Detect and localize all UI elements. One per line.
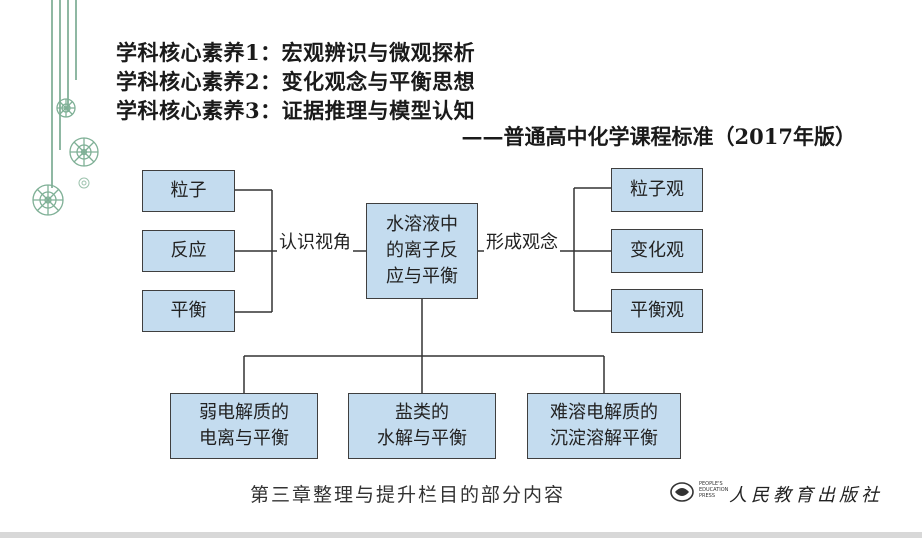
box-particle-view-label: 粒子观 [630,178,684,200]
publisher-name: 人民教育出版社 [729,485,883,506]
box-equilibrium-label: 平衡 [170,299,207,321]
box-precipitation: 难溶电解质的 沉淀溶解平衡 [527,393,681,459]
box-particle: 粒子 [142,170,235,212]
label-perspective: 认识视角 [277,228,353,254]
flower-icon [69,137,99,167]
salt-hydrolysis-line-2: 水解与平衡 [377,428,467,449]
publisher-logo: PEOPLE'S EDUCATION PRESS 人民教育出版社 [669,479,909,507]
center-line-3: 应与平衡 [386,266,458,288]
flower-icon [56,98,76,118]
box-weak-electrolyte: 弱电解质的 电离与平衡 [170,393,318,459]
box-particle-label: 粒子 [170,179,207,201]
core-literacy-2: 学科核心素养2：变化观念与平衡思想 [116,69,476,94]
figure-caption: 第三章整理与提升栏目的部分内容 [250,484,566,506]
core-literacy-1: 学科核心素养1：宏观辨识与微观探析 [116,40,476,65]
flower-icon [78,177,90,189]
box-equilibrium-view: 平衡观 [611,289,703,333]
pub-small-line-2: EDUCATION [699,487,729,493]
precipitation-line-2: 沉淀溶解平衡 [550,428,658,449]
publisher-small-text: PEOPLE'S EDUCATION PRESS [699,481,728,499]
weak-electrolyte-line-1: 弱电解质的 [199,401,289,423]
pep-logo-icon [670,482,694,502]
pub-small-line-1: PEOPLE'S [699,481,723,487]
center-line-1: 水溶液中 [386,213,458,235]
weak-electrolyte-line-2: 电离与平衡 [199,428,289,449]
center-line-2: 的离子反 [386,239,458,261]
box-reaction: 反应 [142,230,235,272]
precipitation-line-1: 难溶电解质的 [550,401,658,423]
box-center-topic: 水溶液中 的离子反 应与平衡 [366,203,478,299]
salt-hydrolysis-line-1: 盐类的 [395,401,449,423]
footer-bar [0,532,922,538]
label-concept: 形成观念 [484,228,560,254]
box-change-view: 变化观 [611,229,703,273]
box-change-view-label: 变化观 [630,239,684,261]
box-equilibrium: 平衡 [142,290,235,332]
box-salt-hydrolysis: 盐类的 水解与平衡 [348,393,496,459]
core-literacy-3: 学科核心素养3：证据推理与模型认知 [116,98,476,123]
flower-icon [32,184,64,216]
box-particle-view: 粒子观 [611,168,703,212]
box-reaction-label: 反应 [170,239,207,261]
box-equilibrium-view-label: 平衡观 [630,299,684,321]
decorative-ornaments [32,0,99,216]
source-citation: ——普通高中化学课程标准（2017年版） [461,124,856,149]
pub-small-line-3: PRESS [699,493,715,499]
